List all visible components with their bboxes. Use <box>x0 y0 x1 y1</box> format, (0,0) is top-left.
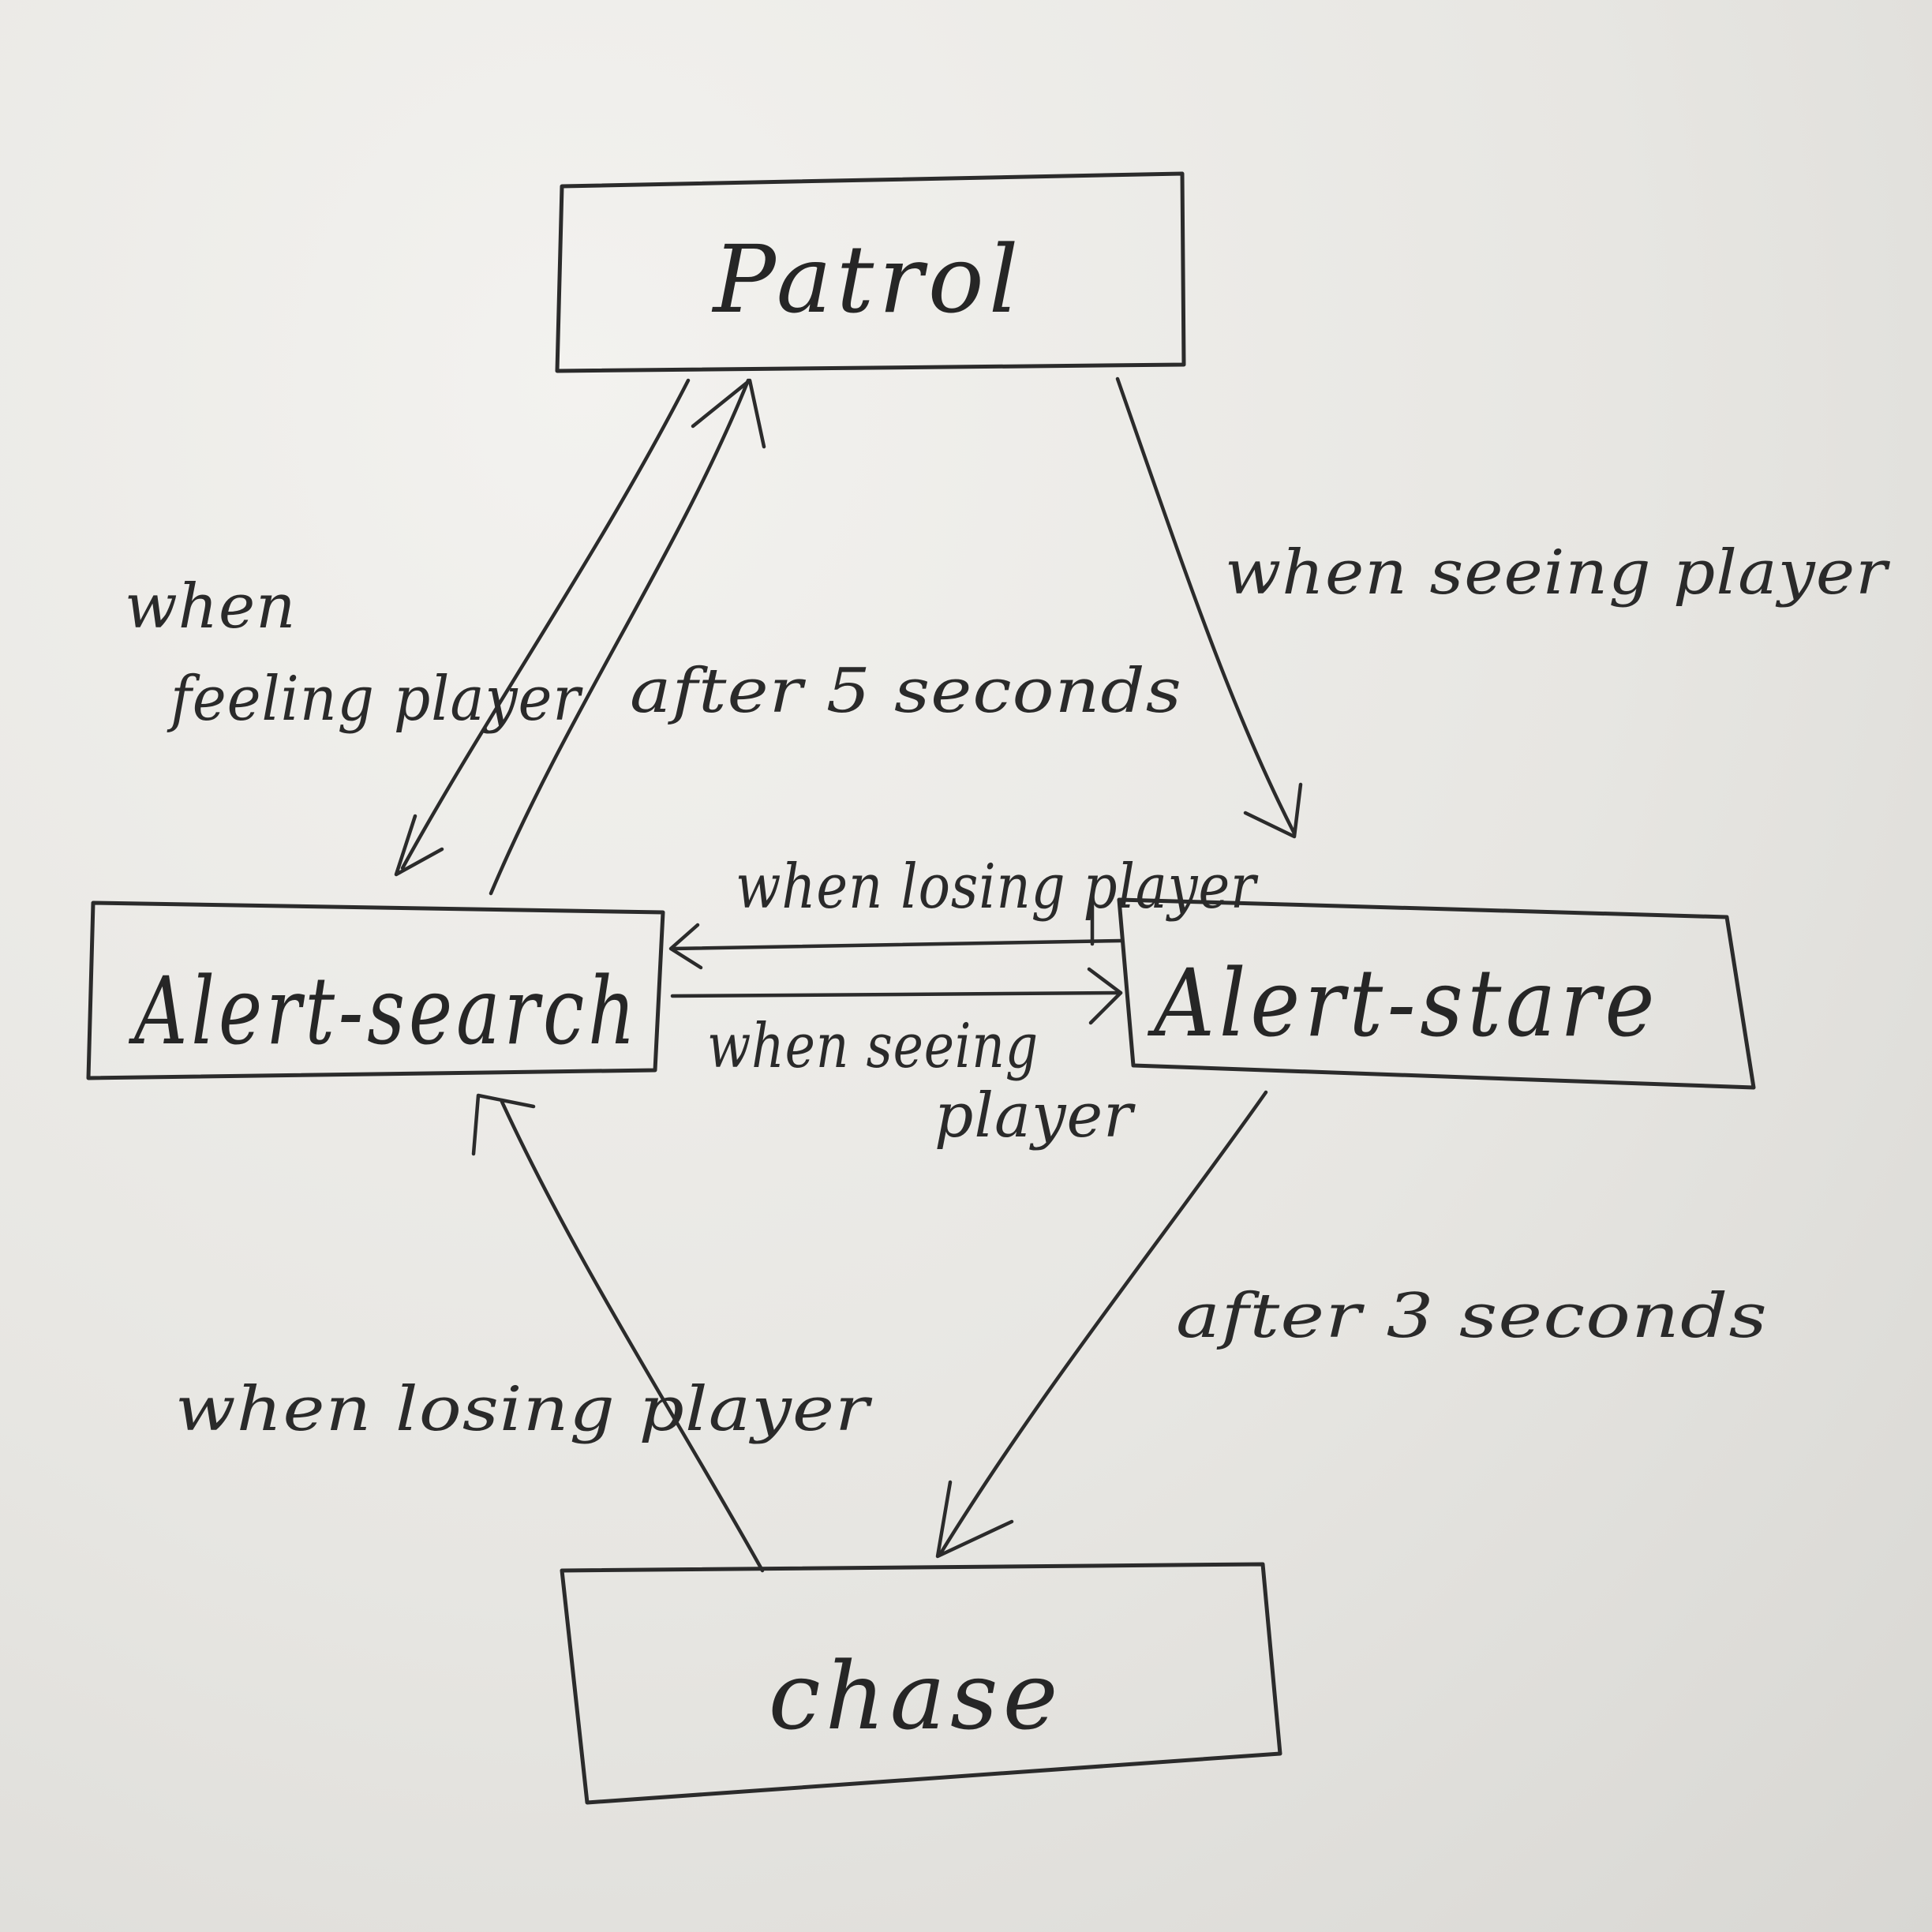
edge-patrol-to-alert-search: when feeling player <box>125 378 691 877</box>
edge-patrol-to-alert-stare: when seeing player <box>1115 376 1891 839</box>
edge-patrol-to-alert-search-label-line2: feeling player <box>167 664 583 735</box>
edge-alert-stare-to-alert-search: when losing player <box>668 852 1259 970</box>
edge-alert-stare-to-chase-label: after 3 seconds <box>1176 1281 1768 1352</box>
node-alert-stare-label: Alert-stare <box>1148 949 1659 1058</box>
edge-patrol-to-alert-search-label-line1: when <box>125 571 296 642</box>
edge-alert-search-to-alert-stare-label-line1: when seeing <box>707 1011 1039 1082</box>
edge-alert-stare-to-alert-search-arrowhead <box>668 923 703 970</box>
edge-chase-to-alert-search-label: when losing player <box>175 1374 873 1445</box>
node-chase: chase <box>560 1562 1282 1805</box>
node-alert-search-box <box>86 900 665 1080</box>
edge-alert-search-to-alert-stare-label-line2: player <box>934 1080 1136 1151</box>
edge-patrol-to-alert-search-line <box>400 378 691 871</box>
edge-patrol-to-alert-stare-label: when seeing player <box>1225 537 1891 608</box>
edge-chase-to-alert-search: when losing player <box>175 1093 873 1573</box>
edge-alert-search-to-patrol-arrowhead <box>691 378 766 449</box>
node-alert-search: Alert-search <box>86 900 665 1080</box>
edge-chase-to-alert-search-line <box>500 1099 765 1573</box>
edge-alert-search-to-alert-stare-line <box>670 990 1123 998</box>
edge-alert-stare-to-chase-line <box>938 1090 1268 1556</box>
edge-alert-stare-to-chase: after 3 seconds <box>935 1090 1768 1559</box>
node-patrol-box <box>555 171 1186 373</box>
edge-alert-search-to-patrol-line <box>489 378 751 896</box>
edge-alert-search-to-patrol: after 5 seconds <box>489 378 1182 896</box>
edge-alert-search-to-alert-stare: when seeing player <box>670 967 1136 1151</box>
edge-alert-stare-to-alert-search-label: when losing player <box>736 852 1259 923</box>
node-alert-search-label: Alert-search <box>129 957 639 1065</box>
node-patrol-label: Patrol <box>711 225 1023 334</box>
edge-patrol-to-alert-stare-arrowhead <box>1243 782 1303 839</box>
edge-alert-stare-to-alert-search-line <box>670 938 1123 951</box>
edge-alert-stare-to-chase-arrowhead <box>935 1480 1014 1559</box>
edge-alert-search-to-patrol-label: after 5 seconds <box>630 656 1182 727</box>
node-chase-box <box>560 1562 1282 1805</box>
edge-patrol-to-alert-search-arrowhead <box>394 814 444 877</box>
edge-chase-to-alert-search-arrowhead <box>471 1093 536 1156</box>
edge-patrol-to-alert-stare-line <box>1115 376 1297 836</box>
node-alert-stare: Alert-stare <box>1117 897 1756 1090</box>
node-alert-stare-box <box>1117 897 1756 1090</box>
node-chase-label: chase <box>769 1642 1063 1750</box>
edge-alert-search-to-alert-stare-arrowhead <box>1087 967 1123 1025</box>
node-patrol: Patrol <box>555 171 1186 373</box>
